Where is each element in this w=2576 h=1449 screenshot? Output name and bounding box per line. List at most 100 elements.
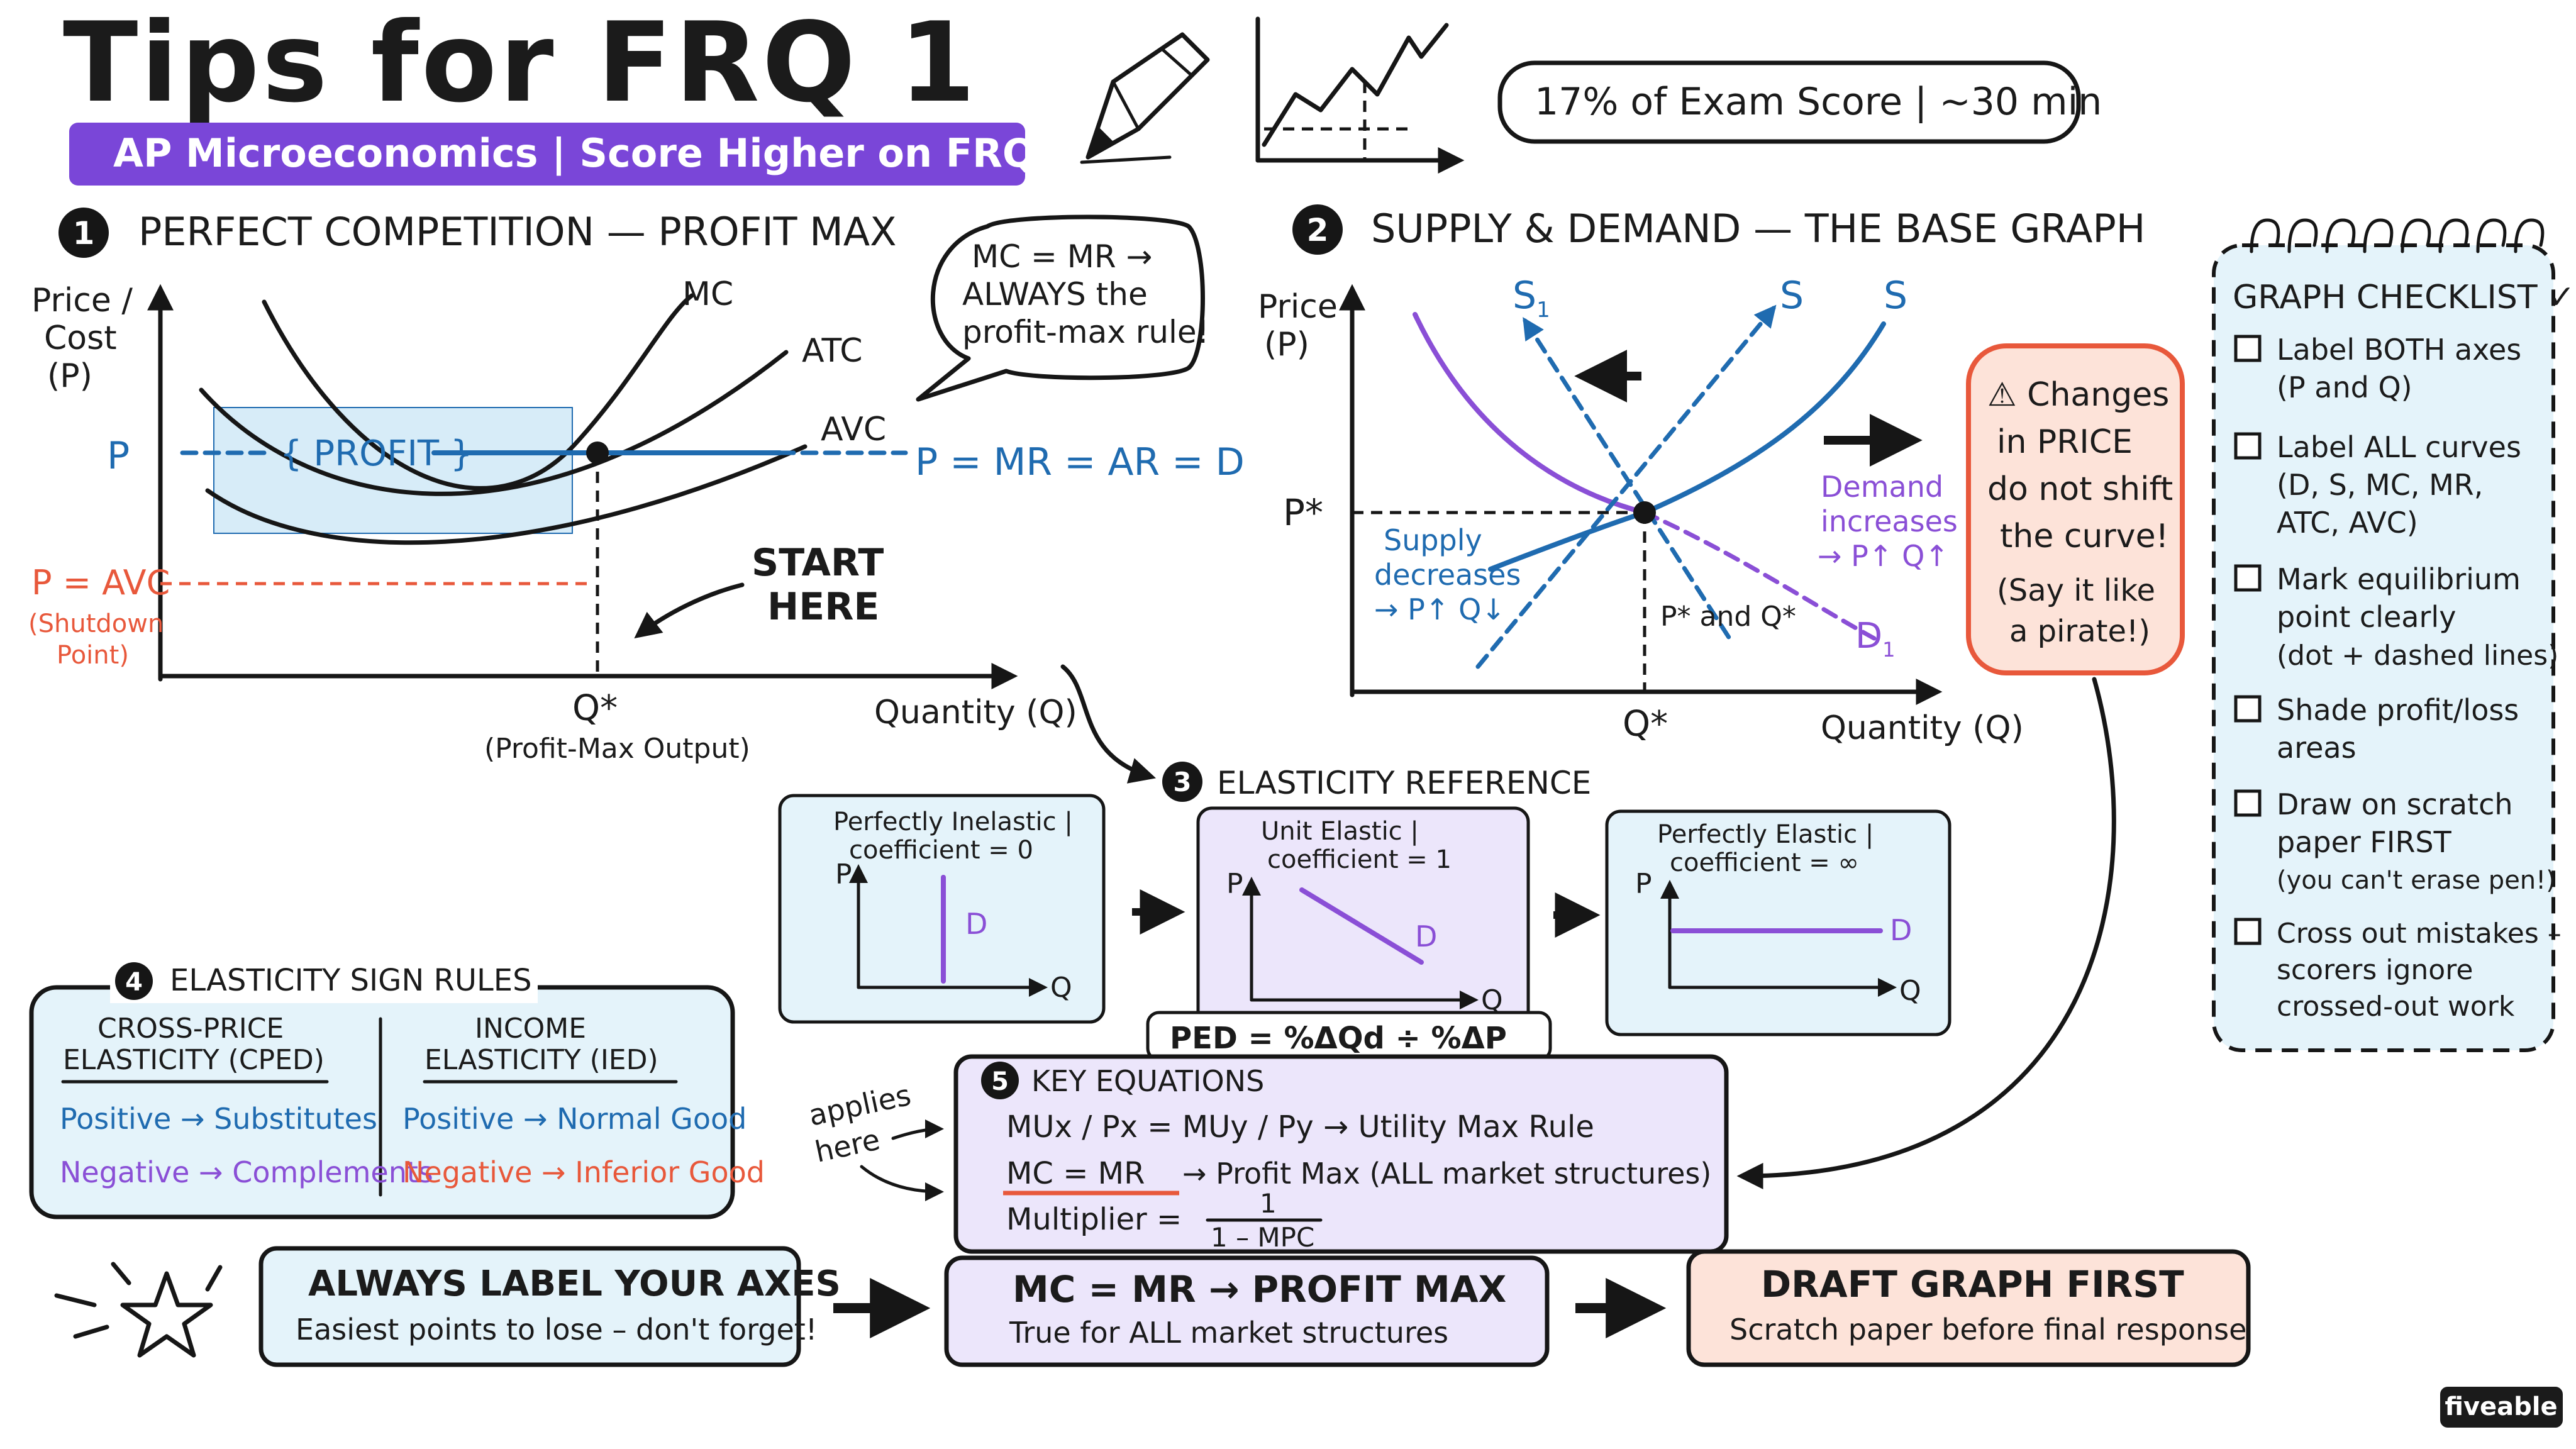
demand-note-2: increases <box>1821 504 1958 538</box>
inelastic-title-2: coefficient = 0 <box>849 836 1033 865</box>
supply-shift-dashed <box>1475 304 1777 669</box>
s2-y-label-1: Price <box>1258 288 1338 326</box>
checklist-item-text: areas <box>2277 731 2357 765</box>
checklist-item-text: (dot + dashed lines) <box>2277 640 2558 672</box>
inelastic-d: D <box>965 907 987 941</box>
warning-line-4: the curve! <box>2000 518 2168 555</box>
brand-badge <box>2440 1387 2563 1428</box>
subtitle: AP Microeconomics | Score Higher on FRQ … <box>113 130 1076 177</box>
checkbox-icon[interactable] <box>2234 564 2262 592</box>
s2-qstar: Q* <box>1623 704 1668 745</box>
section-elasticity-reference: 3 ELASTICITY REFERENCE Perfectly Inelast… <box>778 762 1951 1062</box>
checklist-item-5[interactable]: Draw on scratch paper FIRST (you can't e… <box>2234 787 2556 895</box>
checkbox-icon[interactable] <box>2234 695 2262 723</box>
profit-area <box>213 407 573 534</box>
warning-line-1: ⚠ Changes <box>1987 376 2169 414</box>
checklist-item-text: crossed-out work <box>2277 991 2515 1023</box>
start-here-arrow <box>634 582 745 639</box>
demand-curve <box>1413 312 1647 515</box>
s1-price-label: P <box>107 434 130 478</box>
footer-axes-sub: Easiest points to lose – don't forget! <box>296 1313 817 1346</box>
ied-head-1: INCOME <box>475 1013 586 1045</box>
section5-title: KEY EQUATIONS <box>1031 1064 1264 1098</box>
ied-head-2: ELASTICITY (IED) <box>425 1044 658 1076</box>
checklist-item-4[interactable]: Shade profit/loss areas <box>2234 693 2519 765</box>
s1-y-label-3: (P) <box>47 357 92 395</box>
footer-draft-title: DRAFT GRAPH FIRST <box>1761 1263 2184 1306</box>
checkbox-icon[interactable] <box>2234 335 2262 362</box>
warning-to-equations-arrow <box>1736 677 2116 1189</box>
checkbox-icon[interactable] <box>2234 789 2262 817</box>
section4-title: ELASTICITY SIGN RULES <box>170 963 532 998</box>
section4-number: 4 <box>125 968 143 997</box>
unit-p: P <box>1226 868 1243 900</box>
checklist-item-text: scorers ignore <box>2277 954 2473 986</box>
section3-title: ELASTICITY REFERENCE <box>1217 765 1591 801</box>
footer-box-axes <box>258 1246 801 1367</box>
section1-number: 1 <box>73 215 95 252</box>
s1-x-label: Quantity (Q) <box>874 694 1077 731</box>
exam-score-badge <box>1497 60 2081 144</box>
checklist-item-text: Label ALL curves <box>2277 430 2521 464</box>
s1-y-label-1: Price / <box>31 282 133 319</box>
equation-mcmr-desc: → Profit Max (ALL market structures) <box>1182 1157 1711 1191</box>
unit-demand <box>1299 887 1424 965</box>
footer-box-draft <box>1686 1249 2251 1367</box>
checklist-item-2[interactable]: Label ALL curves (D, S, MC, MR, ATC, AVC… <box>2234 430 2521 540</box>
footer-mcmr-title: MC = MR → PROFIT MAX <box>1013 1268 1506 1311</box>
profit-label: { PROFIT } <box>280 433 473 474</box>
inelastic-title-1: Perfectly Inelastic | <box>833 808 1073 836</box>
equation-mcmr: MC = MR <box>1006 1156 1145 1191</box>
s2-y-label-2: (P) <box>1264 326 1309 364</box>
section5-number: 5 <box>991 1067 1009 1096</box>
supply-note-2: decreases <box>1374 558 1521 592</box>
section-sign-rules: 4 ELASTICITY SIGN RULES CROSS-PRICE ELAS… <box>29 959 765 1219</box>
s-label-right: S <box>1884 274 1907 318</box>
section-supply-demand: 2 SUPPLY & DEMAND — THE BASE GRAPH Price… <box>1258 204 2185 1189</box>
s1-qstar-label: Q* <box>572 688 618 729</box>
checklist-item-3[interactable]: Mark equilibrium point clearly (dot + da… <box>2234 562 2558 672</box>
checklist-item-text: (you can't erase pen!) <box>2277 866 2556 895</box>
key-equations-card <box>953 1054 1729 1254</box>
warning-line-6: a pirate!) <box>2009 614 2150 649</box>
profit-max-point <box>586 441 609 464</box>
price-warning-box <box>1966 343 2185 675</box>
checklist-item-text: paper FIRST <box>2277 825 2452 859</box>
section3-number: 3 <box>1173 767 1191 797</box>
bubble-line-3: profit-max rule! <box>962 314 1209 350</box>
header: Tips for FRQ 1 AP Microeconomics | Score… <box>63 0 2102 186</box>
unit-d: D <box>1415 919 1437 953</box>
section2-number: 2 <box>1307 212 1329 248</box>
demand-note-3: → P↑ Q↑ <box>1818 539 1949 573</box>
star-icon <box>54 1262 223 1358</box>
supply-curve <box>1488 321 1886 572</box>
applies-arrow-2 <box>860 1165 944 1201</box>
checklist-item-text: (P and Q) <box>2277 370 2412 404</box>
elastic-d: D <box>1890 913 1912 947</box>
atc-curve <box>199 350 789 496</box>
s1-label: S1 <box>1513 274 1550 323</box>
demand-line-label: P = MR = AR = D <box>915 440 1245 484</box>
mc-label: MC <box>682 275 733 313</box>
s1-to-s3-arrow <box>1060 664 1157 784</box>
start-here-2: HERE <box>767 585 879 629</box>
shutdown-note-1: (Shutdown <box>28 609 164 638</box>
applies-here-1: applies <box>806 1078 914 1133</box>
unit-title-2: coefficient = 1 <box>1267 845 1452 874</box>
checklist-item-6[interactable]: Cross out mistakes – scorers ignore cros… <box>2234 918 2562 1023</box>
checkbox-icon[interactable] <box>2234 918 2262 945</box>
cped-head-1: CROSS-PRICE <box>97 1013 284 1045</box>
spiral-binding-icon <box>2250 218 2545 253</box>
checkbox-icon[interactable] <box>2234 432 2262 460</box>
checklist-item-1[interactable]: Label BOTH axes (P and Q) <box>2234 333 2521 404</box>
ied-positive: Positive → Normal Good <box>402 1102 747 1136</box>
tip-bubble <box>916 214 1205 402</box>
demand-note-1: Demand <box>1821 470 1943 504</box>
section-perfect-competition: 1 PERFECT COMPETITION — PROFIT MAX Price… <box>28 208 1245 784</box>
perfectly-elastic-panel <box>1605 809 1951 1036</box>
avc-curve <box>205 444 808 545</box>
equation-multiplier: Multiplier = <box>1006 1202 1182 1237</box>
supply-note-3: → P↑ Q↓ <box>1374 592 1506 626</box>
checklist-item-text: (D, S, MC, MR, <box>2277 468 2483 502</box>
